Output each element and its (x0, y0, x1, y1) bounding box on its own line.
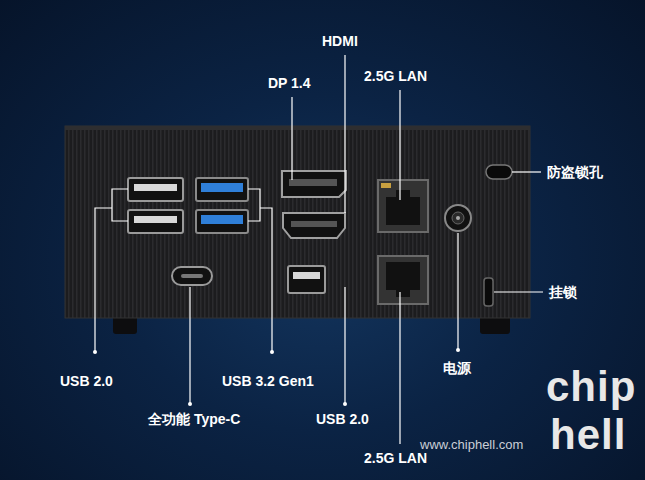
feature-label: 挂锁 (549, 284, 577, 301)
watermark-logo: chip (546, 366, 636, 408)
port-label: DP 1.4 (268, 75, 311, 92)
port-label: USB 2.0 (60, 373, 113, 390)
port-label: USB 2.0 (316, 411, 369, 428)
port-label: 2.5G LAN (364, 450, 427, 467)
watermark-logo: hell (550, 414, 626, 456)
watermark-url: www.chiphell.com (420, 437, 523, 453)
port-label: HDMI (322, 33, 358, 50)
port-label: USB 3.2 Gen1 (222, 373, 314, 390)
feature-label: 防盗锁孔 (547, 164, 603, 181)
port-label: 2.5G LAN (364, 68, 427, 85)
port-label: 电源 (443, 360, 471, 377)
port-label: 全功能 Type-C (148, 411, 240, 428)
